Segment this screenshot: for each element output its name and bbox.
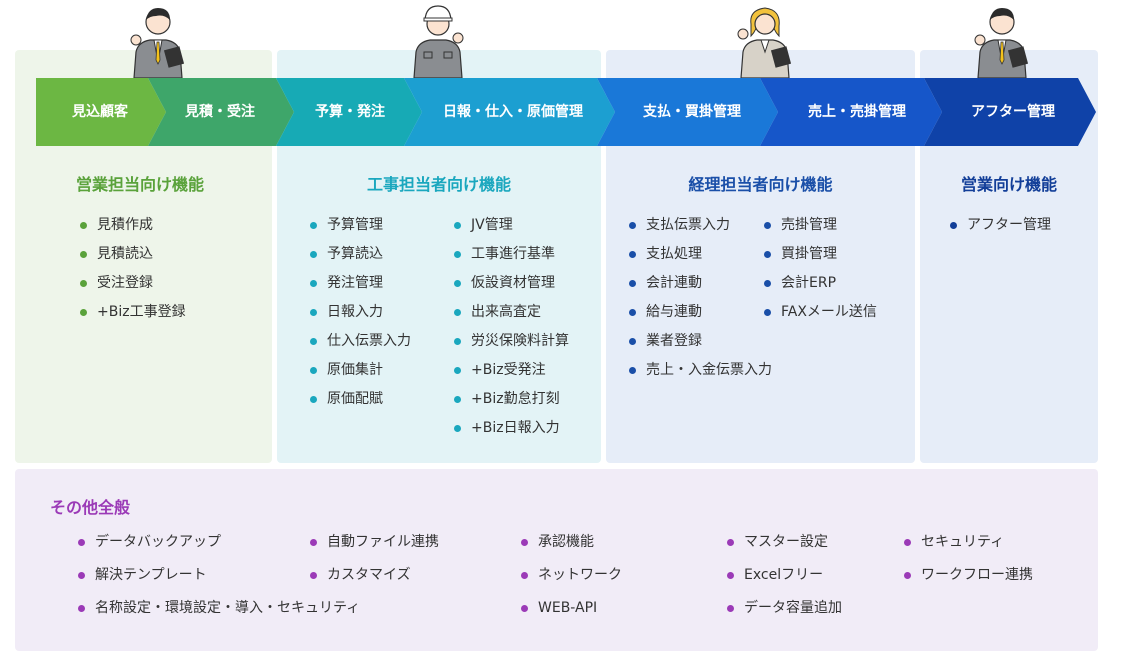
accounting-feature-list-2: 売掛管理 買掛管理 会計ERP FAXメール送信 (764, 211, 877, 327)
list-item: 会計連動 (629, 269, 772, 298)
list-item: 予算読込 (310, 240, 411, 269)
list-item: FAXメール送信 (764, 298, 877, 327)
flow-step-arrow-7 (924, 78, 1096, 146)
sales-person-icon (130, 8, 185, 78)
list-item: WEB-API (521, 592, 622, 625)
list-item: 会計ERP (764, 269, 877, 298)
construction-feature-list-1: 予算管理 予算読込 発注管理 日報入力 仕入伝票入力 原価集計 原価配賦 (310, 211, 411, 414)
other-feature-list-5: セキュリティ ワークフロー連携 (904, 526, 1033, 592)
list-item: 労災保険料計算 (454, 327, 569, 356)
sales-heading: 営業担当向け機能 (75, 175, 204, 194)
other-feature-list-3: 承認機能 ネットワーク WEB-API (521, 526, 622, 625)
flow-step-3: 予算・発注 (315, 104, 385, 120)
list-item: 予算管理 (310, 211, 411, 240)
flow-step-6: 売上・売掛管理 (808, 104, 906, 120)
construction-feature-list-2: JV管理 工事進行基準 仮設資材管理 出来高査定 労災保険料計算 +Biz受発注… (454, 211, 569, 443)
list-item: 名称設定・環境設定・導入・セキュリティ (78, 592, 360, 625)
list-item: セキュリティ (904, 526, 1033, 559)
list-item: 給与連動 (629, 298, 772, 327)
flow-step-2: 見積・受注 (185, 104, 255, 120)
list-item: 原価集計 (310, 356, 411, 385)
flow-step-arrow-3 (276, 78, 422, 146)
list-item: 買掛管理 (764, 240, 877, 269)
list-item: 原価配賦 (310, 385, 411, 414)
list-item: 日報入力 (310, 298, 411, 327)
list-item: 出来高査定 (454, 298, 569, 327)
list-item: JV管理 (454, 211, 569, 240)
list-item: カスタマイズ (310, 559, 439, 592)
list-item: +Biz工事登録 (80, 298, 186, 327)
list-item: +Biz日報入力 (454, 414, 569, 443)
flow-step-arrow-1 (36, 78, 166, 146)
list-item: Excelフリー (727, 559, 842, 592)
list-item: 業者登録 (629, 327, 772, 356)
flow-step-arrow-4 (404, 78, 615, 146)
sales-feature-list: 見積作成 見積読込 受注登録 +Biz工事登録 (80, 211, 186, 327)
flow-step-arrow-2 (148, 78, 294, 146)
construction-person-icon (413, 5, 464, 78)
list-item: ネットワーク (521, 559, 622, 592)
list-item: 売上・入金伝票入力 (629, 356, 772, 385)
list-item: アフター管理 (950, 211, 1051, 240)
list-item: 仕入伝票入力 (310, 327, 411, 356)
list-item: +Biz受発注 (454, 356, 569, 385)
list-item: 売掛管理 (764, 211, 877, 240)
list-item: 発注管理 (310, 269, 411, 298)
flow-step-1: 見込顧客 (72, 104, 128, 120)
flow-step-5: 支払・買掛管理 (643, 104, 741, 120)
list-item: マスター設定 (727, 526, 842, 559)
other-heading: その他全般 (50, 498, 131, 517)
list-item: 支払伝票入力 (629, 211, 772, 240)
flow-step-arrow-6 (760, 78, 942, 146)
other-feature-list-2: 自動ファイル連携 カスタマイズ (310, 526, 439, 592)
list-item: ワークフロー連携 (904, 559, 1033, 592)
list-item: 自動ファイル連携 (310, 526, 439, 559)
list-item: +Biz勤怠打刻 (454, 385, 569, 414)
accounting-person-icon (737, 7, 792, 78)
list-item: 支払処理 (629, 240, 772, 269)
after-heading: 営業向け機能 (960, 175, 1057, 194)
after-feature-list: アフター管理 (950, 211, 1051, 240)
list-item: 仮設資材管理 (454, 269, 569, 298)
list-item: データバックアップ (78, 526, 360, 559)
list-item: 工事進行基準 (454, 240, 569, 269)
process-flow-arrows (36, 78, 1096, 146)
other-feature-list-1: データバックアップ 解決テンプレート 名称設定・環境設定・導入・セキュリティ (78, 526, 360, 625)
list-item: データ容量追加 (727, 592, 842, 625)
flow-step-7: アフター管理 (971, 104, 1055, 120)
list-item: 解決テンプレート (78, 559, 360, 592)
construction-heading: 工事担当者向け機能 (366, 175, 511, 194)
list-item: 承認機能 (521, 526, 622, 559)
flow-step-4: 日報・仕入・原価管理 (443, 104, 583, 120)
other-panel (15, 469, 1098, 651)
process-flow: 見込顧客 見積・受注 予算・発注 日報・仕入・原価管理 支払・買掛管理 売上・売… (0, 78, 1126, 146)
list-item: 見積読込 (80, 240, 186, 269)
list-item: 見積作成 (80, 211, 186, 240)
after-sales-person-icon (974, 8, 1029, 78)
list-item: 受注登録 (80, 269, 186, 298)
accounting-heading: 経理担当者向け機能 (688, 175, 833, 194)
other-feature-list-4: マスター設定 Excelフリー データ容量追加 (727, 526, 842, 625)
accounting-feature-list-1: 支払伝票入力 支払処理 会計連動 給与連動 業者登録 売上・入金伝票入力 (629, 211, 772, 385)
flow-step-arrow-5 (597, 78, 778, 146)
